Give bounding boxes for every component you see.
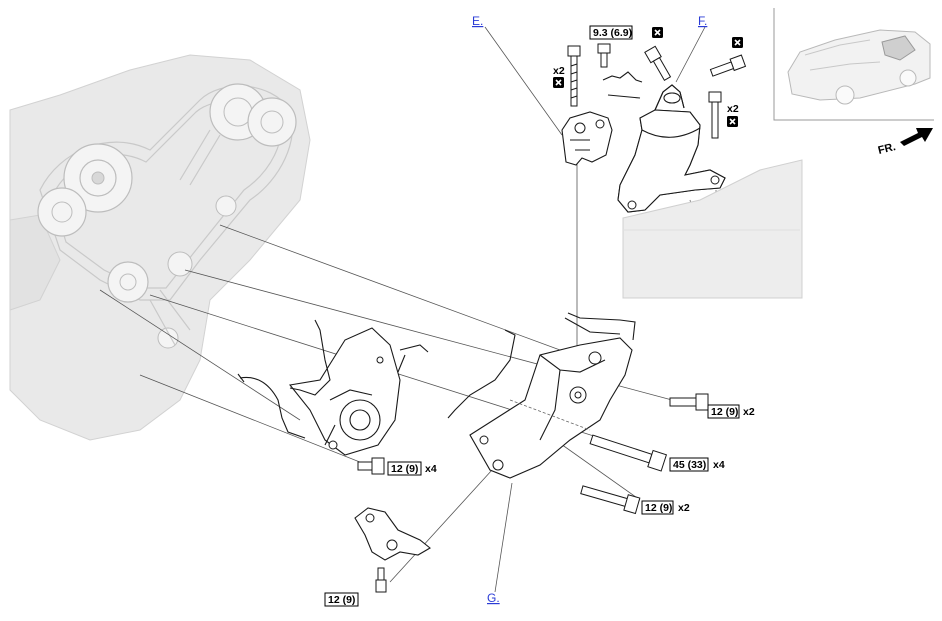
torque-bottom-value: 12 (9) [328, 594, 355, 606]
engine-mount-f-front [617, 84, 726, 213]
front-direction-arrow-icon [900, 128, 933, 146]
bolt-right-upper [669, 393, 709, 411]
torque-right-lower-value: 12 (9) [645, 502, 672, 514]
timing-pulleys-ghost [37, 83, 297, 349]
bolt-mount-vertical [708, 91, 722, 139]
torque-right-upper-value: 12 (9) [711, 406, 738, 418]
bolt-top-left [567, 45, 581, 107]
bolt-93 [597, 43, 611, 68]
label-f-link[interactable]: F. [698, 14, 707, 28]
bolt-left-middle [357, 457, 385, 475]
bracket-g [469, 337, 633, 479]
timing-belt-cover [288, 327, 401, 456]
torque-top-value: 9.3 (6.9) [593, 27, 632, 39]
bracket-g-gasket [447, 312, 636, 419]
bolt-right-middle [589, 434, 668, 472]
bolt-mount-angled [644, 45, 672, 81]
torque-spec-right-middle: 45 (33) x4 [669, 457, 725, 472]
label-e-link[interactable]: E. [472, 14, 483, 28]
torque-spec-right-upper: 12 (9) x2 [707, 404, 755, 419]
cover-gasket-seals [237, 319, 429, 439]
torque-spec-top: 9.3 (6.9) [589, 25, 633, 40]
multiplier-right-lower: x2 [678, 502, 690, 514]
label-leaders [484, 26, 706, 593]
multiplier-right-middle: x4 [713, 459, 725, 471]
inset-vehicle-view [773, 8, 934, 121]
torque-spec-bottom: 12 (9) [324, 592, 359, 607]
vehicle-body-ghost [622, 159, 803, 299]
label-g-link[interactable]: G. [487, 591, 500, 605]
replace-part-icon [553, 77, 564, 88]
torque-spec-left-middle: 12 (9) x4 [387, 461, 437, 476]
harness-bracket [602, 71, 643, 99]
torque-left-middle-value: 12 (9) [391, 463, 418, 475]
replace-part-icon [732, 37, 743, 48]
replace-part-icon [652, 27, 663, 38]
multiplier-right-upper: x2 [743, 406, 755, 418]
bolts [357, 43, 747, 593]
bolt-bottom [375, 567, 387, 593]
torque-right-middle-value: 45 (33) [673, 459, 706, 471]
multiplier-mount-right: x2 [727, 103, 739, 115]
bolt-right-lower [580, 485, 641, 515]
multiplier-left-middle: x4 [425, 463, 437, 475]
torque-spec-right-lower: 12 (9) x2 [641, 500, 690, 515]
multiplier-top-left: x2 [553, 65, 565, 77]
mount-bracket-e [561, 111, 613, 166]
replace-part-icon [727, 116, 738, 127]
front-direction-label: FR. [877, 141, 897, 157]
bolt-mount-horizontal [709, 54, 747, 77]
lower-mount-bracket [354, 507, 431, 561]
